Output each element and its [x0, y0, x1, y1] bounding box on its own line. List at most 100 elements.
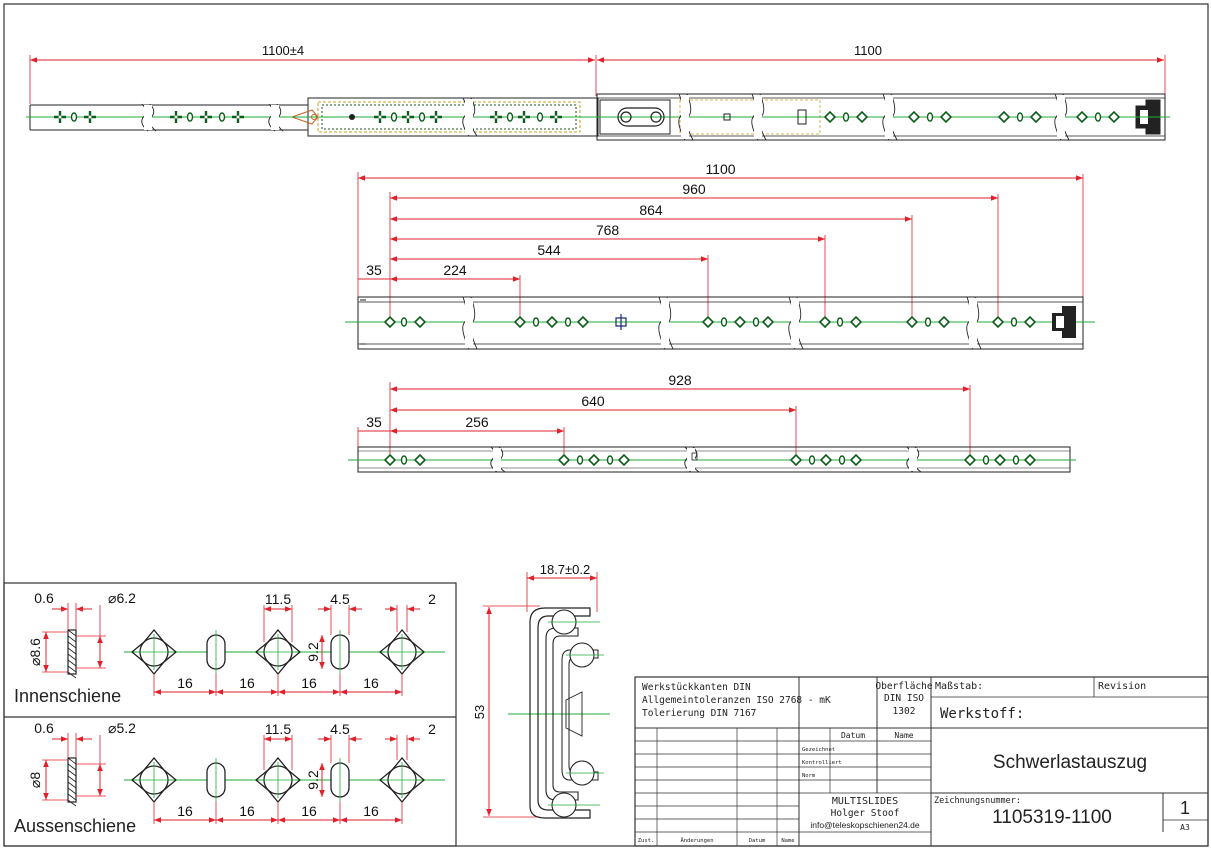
break-gap	[465, 99, 473, 135]
slot-hole	[1012, 455, 1020, 465]
slot-hole	[808, 455, 816, 465]
slot-hole	[218, 112, 226, 122]
cross-diamond-hole	[378, 756, 426, 804]
section-hatch	[67, 799, 77, 807]
break-gap	[791, 298, 799, 348]
square-hole	[1075, 110, 1089, 124]
break-gap	[909, 448, 917, 471]
low-small-notch	[691, 452, 698, 461]
cross-hole-center	[174, 115, 178, 119]
tb-person: Holger Stoof	[831, 808, 900, 819]
dim-hole-dia-label: ⌀5.2	[108, 720, 136, 736]
section-hatch	[67, 641, 77, 649]
dim-1100-label: 1100	[705, 161, 735, 177]
top-hole-pattern	[54, 107, 1121, 127]
break-gap	[271, 105, 279, 130]
tb-scale-label: Maßstab:	[935, 681, 983, 692]
square-hole	[617, 453, 631, 467]
cross-hole-center	[522, 115, 526, 119]
slot-hole	[838, 455, 846, 465]
detail-panel-frame	[3, 582, 457, 847]
square-hole	[849, 453, 863, 467]
dim-928-label: 928	[668, 372, 692, 388]
slot-hole	[400, 455, 408, 465]
section-hatch	[67, 653, 77, 661]
tb-surface-label: Oberfläche	[875, 681, 932, 692]
cross-hole-center	[88, 115, 92, 119]
top-slider-hole	[650, 111, 662, 123]
dim-pitch-label: 16	[239, 803, 255, 819]
hole-axis	[260, 762, 296, 798]
middle-hole-pattern	[360, 299, 1037, 345]
dim-256-label: 256	[465, 414, 489, 430]
tb-surface-num: 1302	[893, 706, 916, 717]
square-hole	[587, 453, 601, 467]
break-gap	[661, 298, 669, 348]
break-gap	[465, 298, 473, 348]
hole-axis	[260, 634, 296, 670]
lower-view: 928 640 256 35	[348, 372, 1076, 473]
square-hole	[818, 315, 832, 329]
dim-hole-dia-label: ⌀6.2	[108, 590, 136, 606]
tb-part-title: Schwerlastauszug	[993, 752, 1147, 773]
square-hole	[849, 315, 863, 329]
square-hole	[855, 110, 869, 124]
slot-hole	[842, 112, 850, 122]
section-hatch	[67, 635, 77, 643]
square-hole	[905, 315, 919, 329]
top-view: 1100±4 1100	[26, 43, 1170, 141]
dim-height-label: ⌀8.6	[27, 638, 43, 666]
top-rivet	[349, 114, 355, 120]
section-strip	[67, 629, 77, 675]
section-hatch	[67, 629, 77, 637]
cross-diamond-hole	[378, 628, 426, 676]
square-hole	[1023, 315, 1037, 329]
dim-35b-label: 35	[366, 414, 382, 430]
tb-row-norm: Norm	[802, 773, 816, 779]
slot-hole	[926, 112, 934, 122]
section-hatch	[67, 787, 77, 795]
square-hole	[1023, 453, 1037, 467]
break-gap	[681, 95, 689, 139]
square-hole	[963, 453, 977, 467]
square-hole	[383, 315, 397, 329]
dim-864-label: 864	[639, 202, 663, 218]
hole-axis	[136, 634, 172, 670]
cross-hole-center	[434, 115, 438, 119]
square-hole	[823, 110, 837, 124]
tb-note-3: Tolerierung DIN 7167	[642, 708, 756, 719]
break-gap	[969, 298, 977, 348]
dim-544-label: 544	[537, 242, 561, 258]
cross-hole-center	[554, 115, 558, 119]
section-hatch	[67, 665, 77, 673]
dim-thickness-label: 0.6	[34, 720, 54, 736]
profile-mid-web	[565, 691, 583, 737]
middle-break-marks	[462, 296, 982, 350]
profile-width-label: 18.7±0.2	[540, 562, 591, 577]
tb-material-label: Werkstoff:	[940, 706, 1024, 722]
cross-diamond-hole	[130, 628, 178, 676]
section-hatch	[67, 757, 77, 765]
tb-row-checked: Kontrolliert	[802, 760, 842, 766]
cross-diamond-hole	[130, 756, 178, 804]
slot-hole	[1010, 317, 1018, 327]
dim-pitch-label: 16	[301, 675, 317, 691]
dim-slot-width-label: 4.5	[330, 591, 350, 607]
break-gap	[687, 448, 695, 471]
break-gap	[754, 95, 762, 139]
slot-hole	[720, 317, 728, 327]
dim-slot-width-label: 4.5	[330, 721, 350, 737]
dim-640-label: 640	[581, 393, 605, 409]
square-hole	[993, 453, 1007, 467]
square-hole	[939, 110, 953, 124]
dim-224-label: 224	[443, 262, 467, 278]
slot-hole	[532, 317, 540, 327]
profile-section: 18.7±0.2 53	[472, 562, 610, 819]
slot-hole	[924, 317, 932, 327]
top-small-notch	[723, 113, 731, 121]
section-hatch	[67, 763, 77, 771]
